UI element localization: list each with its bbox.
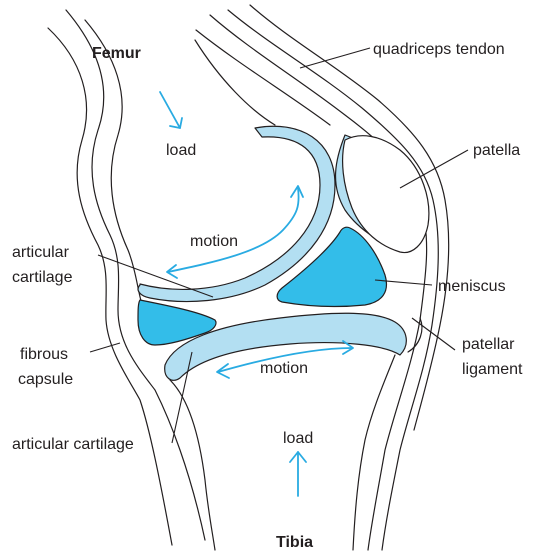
meniscus-label: meniscus	[438, 278, 506, 295]
articular-cartilage-bottom-label: articular cartilage	[12, 436, 134, 453]
load-label-bottom: load	[283, 430, 313, 447]
articular-cartilage-left-label-line1: articular	[12, 244, 70, 261]
motion-label-upper: motion	[190, 233, 238, 250]
motion-label-lower: motion	[260, 360, 308, 377]
patella-label: patella	[473, 142, 520, 159]
load-arrow-bottom	[290, 452, 306, 496]
fibrous-capsule-label-line1: fibrous	[20, 346, 68, 363]
articular-cartilage-left-label-line2: cartilage	[12, 269, 73, 286]
load-label-top: load	[166, 142, 196, 159]
patellar-ligament-label-line2: ligament	[462, 361, 523, 378]
load-arrow-top	[160, 92, 182, 128]
femur-label: Femur	[92, 45, 141, 62]
meniscus-right	[277, 227, 386, 306]
patellar-ligament-label-line1: patellar	[462, 336, 515, 353]
tibia-label: Tibia	[276, 534, 313, 551]
femur-bone	[85, 20, 275, 310]
quadriceps-tendon-label: quadriceps tendon	[373, 41, 505, 58]
fibrous-capsule-label-line2: capsule	[18, 371, 73, 388]
